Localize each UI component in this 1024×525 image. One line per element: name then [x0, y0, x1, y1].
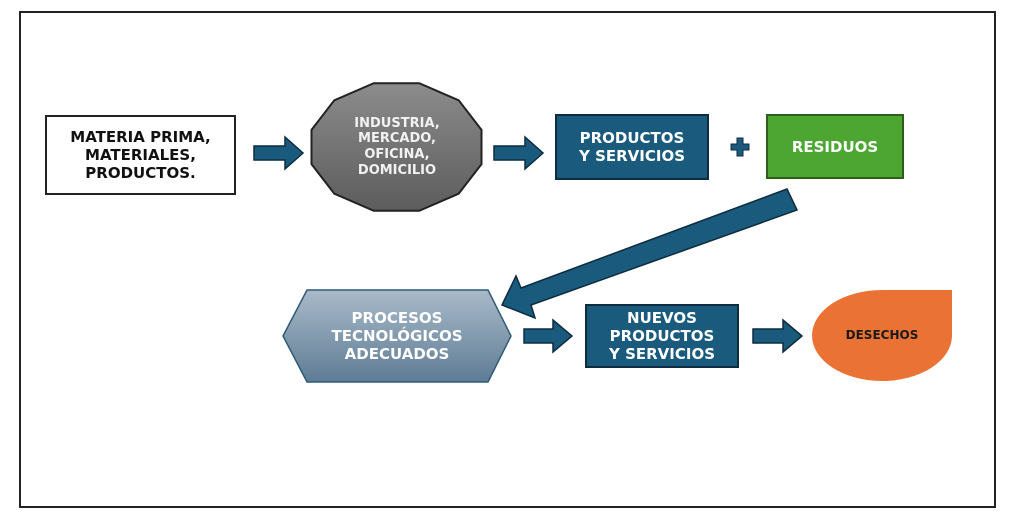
- diagram-frame: [19, 11, 996, 508]
- materia-box: [45, 115, 236, 195]
- materia-label: MATERIA PRIMA, MATERIALES, PRODUCTOS.: [70, 128, 211, 182]
- arrow-residuos-procesos: [500, 188, 799, 320]
- residuos-label: RESIDUOS: [791, 137, 879, 156]
- procesos-label: PROCESOS TECNOLÓGICOS ADECUADOS: [331, 309, 463, 363]
- arrow-procesos-nuevos: [523, 318, 574, 354]
- desechos-teardrop: [812, 290, 952, 382]
- residuos-box: [766, 114, 904, 179]
- arrow-nuevos-desechos: [752, 318, 804, 354]
- procesos-hexagon: [282, 289, 512, 383]
- industria-dodecagon: [310, 82, 483, 212]
- nuevos-box: [585, 304, 739, 368]
- nuevos-label: NUEVOS PRODUCTOS Y SERVICIOS: [608, 309, 716, 363]
- arrow-industria-productos: [493, 135, 545, 171]
- productos-box: [555, 114, 709, 180]
- productos-label: PRODUCTOS Y SERVICIOS: [578, 129, 686, 165]
- industria-label: INDUSTRIA, MERCADO, OFICINA, DOMICILIO: [354, 115, 440, 178]
- arrow-materia-industria: [253, 135, 305, 171]
- plus-icon: [730, 137, 750, 157]
- desechos-label: DESECHOS: [845, 328, 919, 343]
